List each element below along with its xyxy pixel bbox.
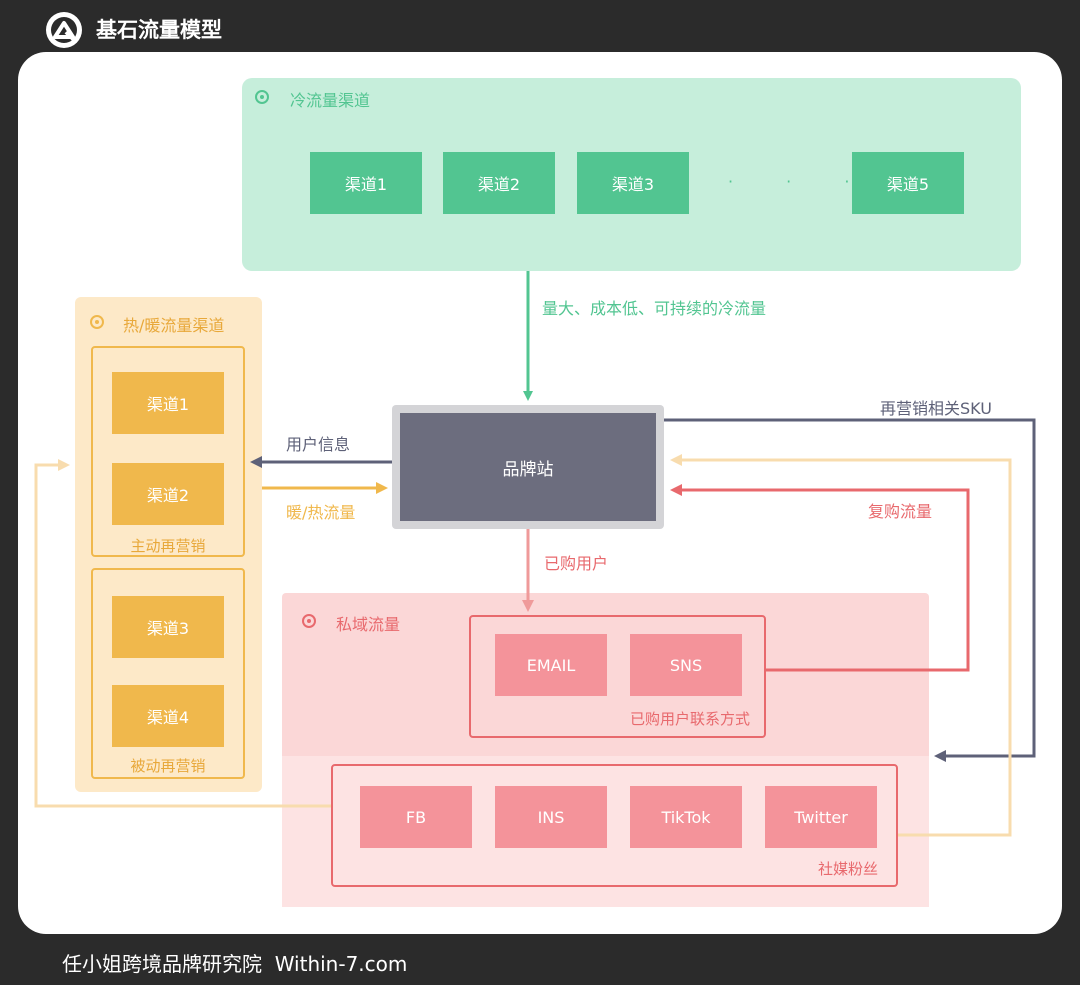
- social-fans-label: 社媒粉丝: [817, 860, 878, 878]
- footer-credit: 任小姐跨境品牌研究院 Within-7.com: [62, 952, 408, 976]
- contacts-group: [469, 615, 766, 738]
- sns-channel: SNS: [630, 634, 742, 696]
- ins-channel: INS: [495, 786, 607, 848]
- contacts-label: 已购用户联系方式: [629, 710, 750, 728]
- cold-title: 冷流量渠道: [290, 91, 371, 110]
- warm-radio-icon: [90, 315, 104, 329]
- private-title: 私域流量: [336, 615, 401, 634]
- warm-traffic-label: 暖/热流量: [286, 503, 356, 522]
- social-to-brand-arrow: [670, 454, 1012, 837]
- email-channel: EMAIL: [495, 634, 607, 696]
- page-title: 基石流量模型: [96, 18, 222, 42]
- repurchase-label: 复购流量: [868, 502, 933, 521]
- social-fans-group: [331, 764, 898, 887]
- remarketing-sku-label: 再营销相关SKU: [880, 399, 992, 418]
- q-logo-icon: [44, 10, 84, 50]
- active-remarketing-group: [91, 346, 245, 557]
- cold-radio-icon: [255, 90, 269, 104]
- cold-channel-2: 渠道2: [443, 152, 555, 214]
- warm-channel-1: 渠道1: [112, 372, 224, 434]
- warm-title: 热/暖流量渠道: [123, 316, 225, 335]
- fb-channel: FB: [360, 786, 472, 848]
- purchased-users-label: 已购用户: [544, 554, 609, 573]
- user-info-label: 用户信息: [286, 435, 351, 454]
- social-to-warm-arrow: [34, 459, 331, 808]
- active-remarketing-label: 主动再营销: [130, 537, 206, 555]
- tiktok-channel: TikTok: [630, 786, 742, 848]
- private-radio-icon: [302, 614, 316, 628]
- warm-channel-3: 渠道3: [112, 596, 224, 658]
- warm-channel-4: 渠道4: [112, 685, 224, 747]
- passive-remarketing-group: [91, 568, 245, 779]
- remarketing-sku-arrow: [664, 418, 1036, 762]
- cold-channel-1: 渠道1: [310, 152, 422, 214]
- warm-channel-2: 渠道2: [112, 463, 224, 525]
- cold-ellipsis: · · ·: [728, 172, 874, 191]
- repurchase-arrow: [670, 484, 970, 672]
- twitter-channel: Twitter: [765, 786, 877, 848]
- cold-channel-5: 渠道5: [852, 152, 964, 214]
- cold-channel-3: 渠道3: [577, 152, 689, 214]
- brand-station: 品牌站: [400, 413, 656, 521]
- cold-traffic-label: 量大、成本低、可持续的冷流量: [542, 299, 767, 318]
- passive-remarketing-label: 被动再营销: [130, 757, 206, 775]
